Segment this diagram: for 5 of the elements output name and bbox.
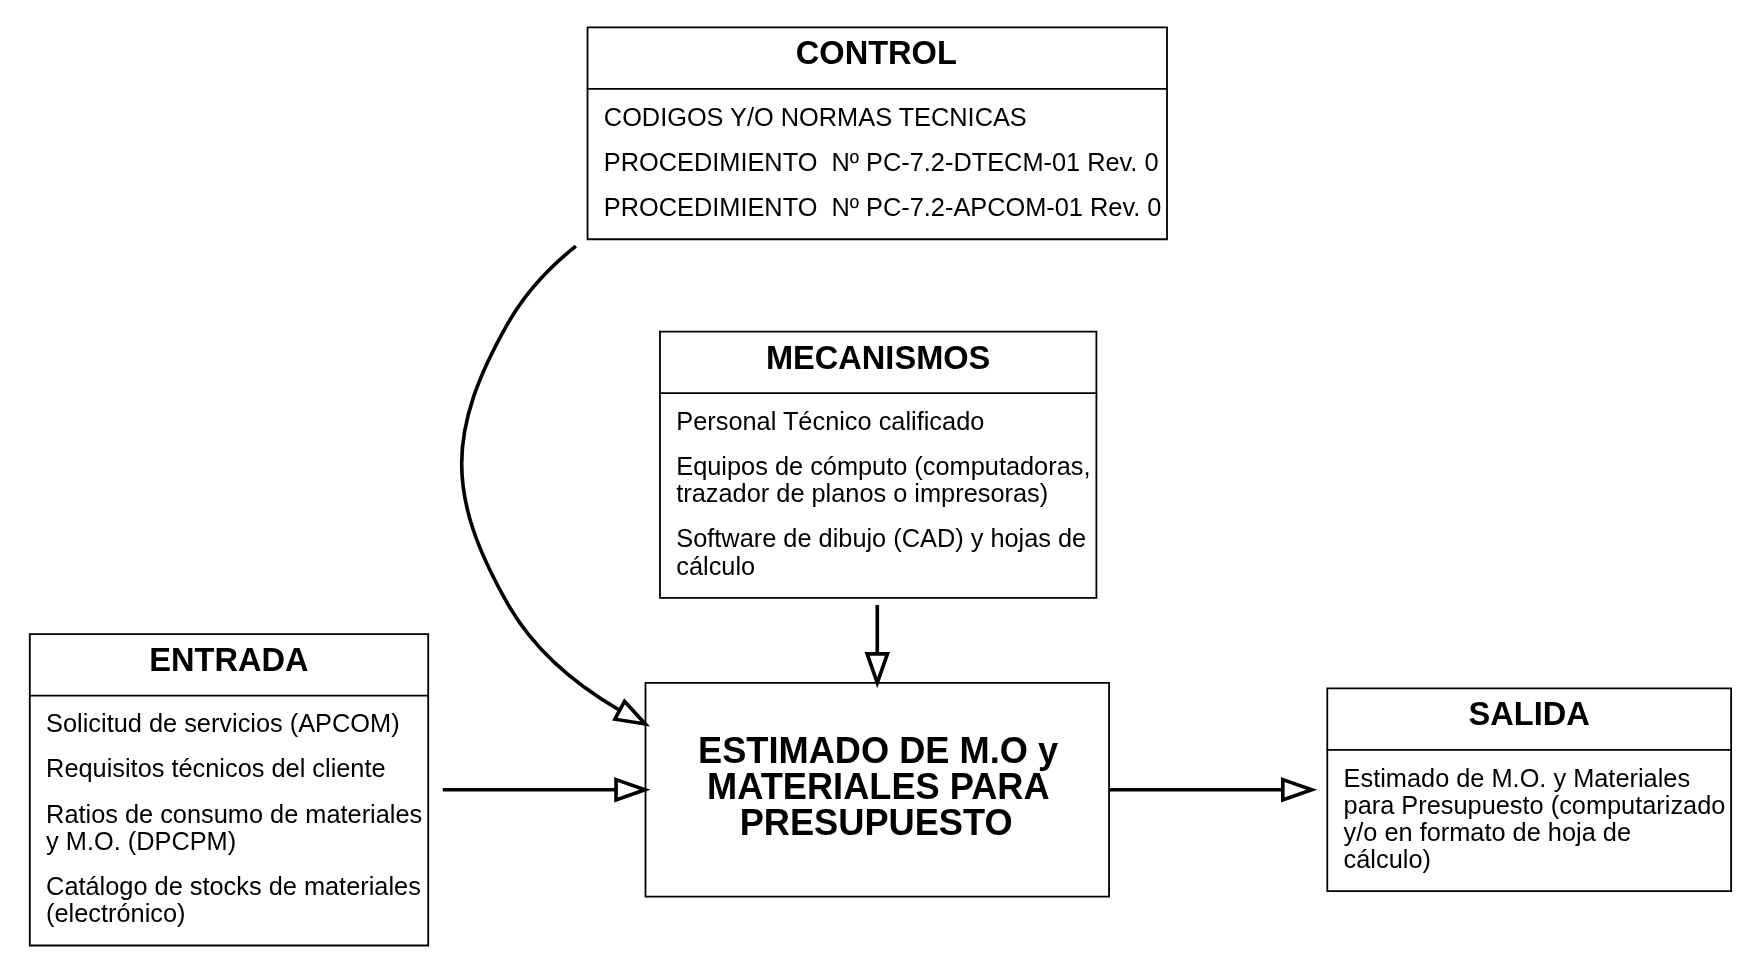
arrow [442, 777, 651, 803]
arrow [459, 244, 651, 727]
arrow [1109, 777, 1318, 803]
arrow [864, 605, 890, 689]
node-box: ESTIMADO DE M.O y MATERIALES PARA PRESUPUESTO [644, 682, 1110, 898]
